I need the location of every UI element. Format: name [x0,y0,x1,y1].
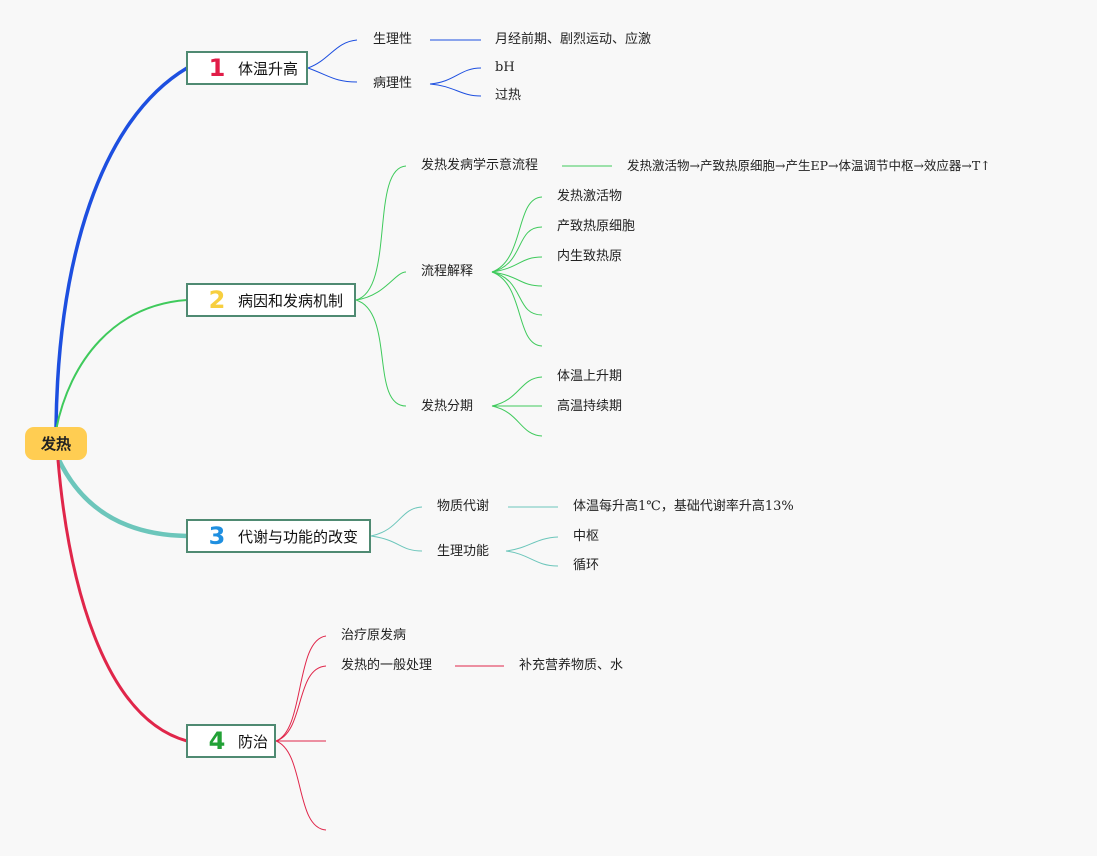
root-node[interactable]: 发热 [25,427,87,460]
connector-b1-c1 [307,39,358,69]
connector-b2-c3 [355,299,407,407]
b2-child-1-detail[interactable]: 发热激活物→产致热原细胞→产生EP→体温调节中枢→效应器→T↑ [627,158,991,173]
connector-root-b4 [56,459,188,743]
connector-b4-c1 [275,635,327,742]
b1-child-1[interactable]: 生理性 [373,32,413,47]
branch-2-node[interactable]: 2 病因和发病机制 [186,283,356,317]
b1-child-2-item-2[interactable]: 过热 [495,88,522,103]
branch-3-label: 代谢与功能的改变 [238,527,359,546]
branch-number-4: 4 [208,727,226,755]
connector-root-b1 [54,66,188,429]
b4-child-2-detail[interactable]: 补充营养物质、水 [519,658,624,673]
connector-b3-c2 [370,535,423,552]
b3-child-2-item-2[interactable]: 循环 [573,558,600,573]
connector-b1-c2-i2 [429,83,482,97]
b2-child-3[interactable]: 发热分期 [421,399,474,414]
b3-child-2[interactable]: 生理功能 [437,544,490,559]
connector-b4-c4 [275,740,327,831]
branch-4-node[interactable]: 4 防治 [186,724,276,758]
b2-child-1[interactable]: 发热发病学示意流程 [421,158,539,173]
connector-b3-c2-i2 [505,550,559,567]
connector-b2-c2-i4 [491,271,543,287]
connector-b2-c2-i6 [491,271,543,347]
b3-child-2-item-1[interactable]: 中枢 [573,529,600,544]
b2-child-2[interactable]: 流程解释 [421,264,474,279]
connector-b2-c1 [355,165,407,301]
branch-1-label: 体温升高 [238,59,299,78]
connector-b2-c3-i1 [491,376,543,407]
connector-root-b3 [55,457,188,539]
connector-b2-c2-i5 [491,271,543,316]
b3-child-1[interactable]: 物质代谢 [437,499,490,514]
connector-b2-c3-i3 [491,405,543,437]
b1-child-1-detail[interactable]: 月经前期、剧烈运动、应激 [495,32,652,47]
branch-1-node[interactable]: 1 体温升高 [186,51,308,85]
connector-b2-c2-i3 [491,256,543,273]
branch-3-node[interactable]: 3 代谢与功能的改变 [186,519,371,553]
root-label: 发热 [40,435,71,453]
branch-2-label: 病因和发病机制 [238,291,344,310]
b3-child-1-detail[interactable]: 体温每升高1℃，基础代谢率升高13% [573,499,794,514]
b2-child-2-item-3[interactable]: 内生致热原 [557,249,623,264]
connector-b3-c2-i1 [505,536,559,552]
b2-child-3-item-2[interactable]: 高温持续期 [557,399,623,414]
branch-4-label: 防治 [238,732,269,751]
b2-child-3-item-1[interactable]: 体温上升期 [557,369,623,384]
b4-child-2[interactable]: 发热的一般处理 [341,658,433,673]
connector-b2-c2-i2 [491,226,543,273]
branch-number-2: 2 [208,286,226,314]
connector-b1-c2-i1 [429,67,482,85]
b1-child-2-item-1[interactable]: bH [495,60,515,75]
b4-child-1[interactable]: 治疗原发病 [341,628,407,643]
connector-b1-c2 [307,67,358,83]
b1-child-2[interactable]: 病理性 [373,76,413,91]
b2-child-2-item-1[interactable]: 发热激活物 [557,189,623,204]
connector-b4-c2 [275,665,327,742]
branch-number-1: 1 [208,54,226,82]
connector-b3-c1 [370,506,423,537]
connector-b2-c2-i1 [491,196,543,273]
connector-root-b2 [55,299,188,431]
branch-number-3: 3 [208,522,226,550]
b2-child-2-item-2[interactable]: 产致热原细胞 [557,219,636,234]
connector-b2-c2 [355,271,407,301]
